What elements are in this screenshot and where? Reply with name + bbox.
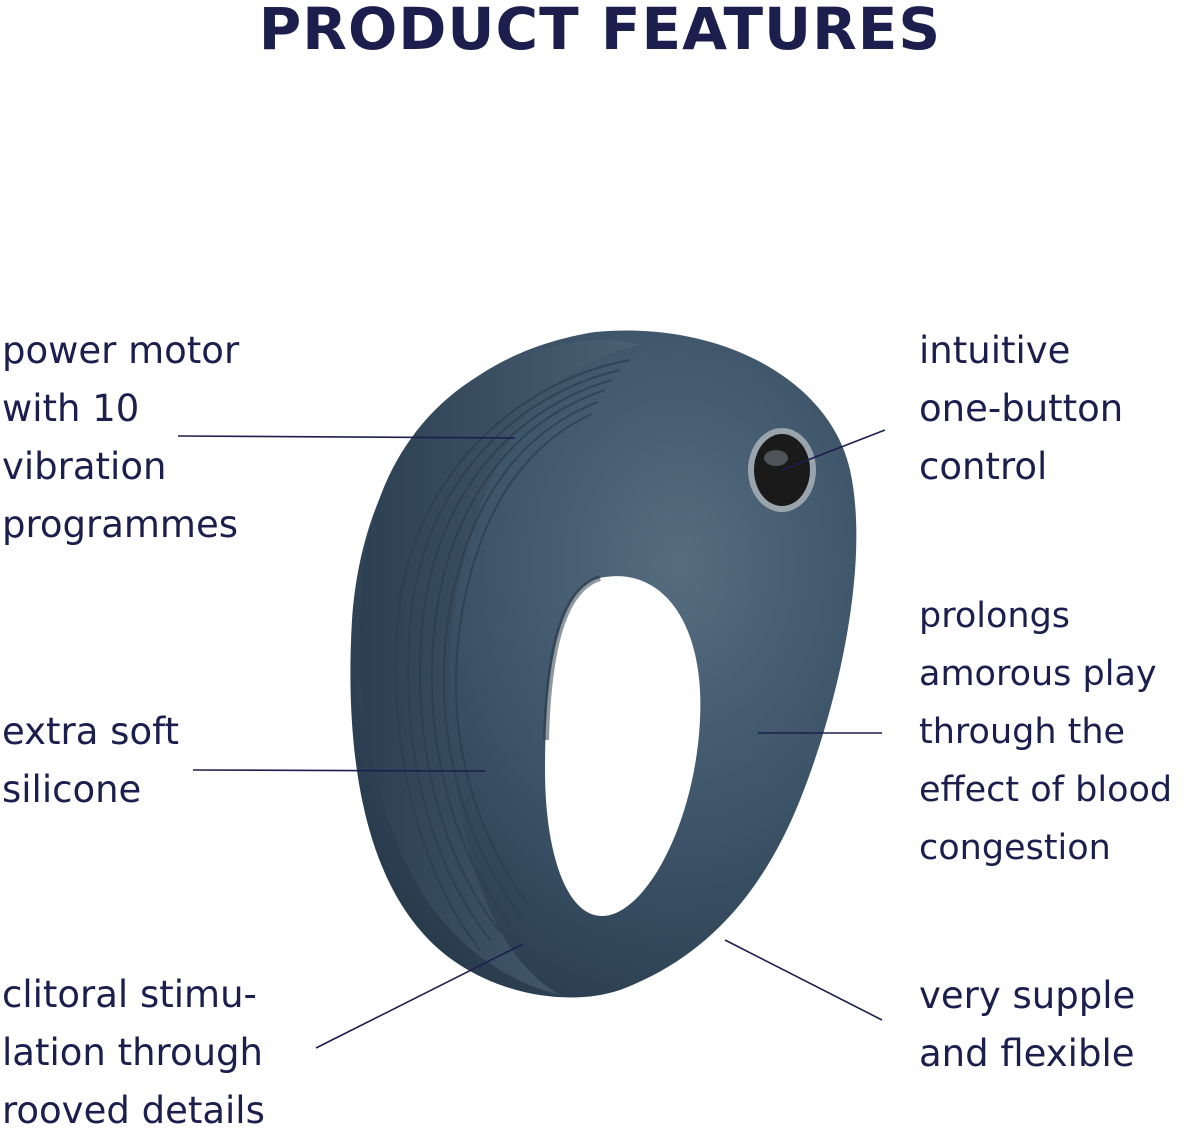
feature-line: programmes (2, 503, 239, 546)
feature-line: lation through (2, 1031, 263, 1074)
feature-line: power motor (2, 329, 240, 372)
feature-line: rooved details (2, 1089, 265, 1132)
feature-prolongs: prolongs amorous play through the effect… (919, 587, 1172, 877)
feature-line: amorous play (919, 654, 1157, 694)
feature-line: clitoral stimu- (2, 973, 257, 1016)
feature-line: vibration (2, 445, 167, 488)
callout-line-silicone (192, 769, 486, 772)
feature-silicone: extra soft silicone (2, 703, 179, 819)
feature-line: and flexible (919, 1032, 1135, 1075)
feature-button: intuitive one-button control (919, 322, 1123, 496)
callout-line-button (781, 429, 886, 471)
feature-line: very supple (919, 974, 1136, 1017)
callout-line-ridges (315, 943, 524, 1049)
feature-line: intuitive (919, 329, 1071, 372)
feature-line: prolongs (919, 596, 1071, 636)
feature-ridges: clitoral stimu- lation through rooved de… (2, 966, 265, 1140)
feature-line: extra soft (2, 710, 179, 753)
feature-line: congestion (919, 828, 1111, 868)
ring-body (350, 330, 857, 998)
feature-motor: power motor with 10 vibration programmes (2, 322, 239, 554)
feature-line: one-button (919, 387, 1124, 430)
feature-line: silicone (2, 768, 142, 811)
feature-line: control (919, 445, 1048, 488)
feature-line: through the (919, 712, 1126, 752)
callout-line-motor (177, 435, 516, 439)
feature-line: effect of blood (919, 770, 1173, 810)
callout-line-supple (724, 939, 883, 1021)
feature-line: with 10 (2, 387, 140, 430)
page-title: PRODUCT FEATURES (258, 0, 942, 63)
feature-supple: very supple and flexible (919, 967, 1135, 1083)
